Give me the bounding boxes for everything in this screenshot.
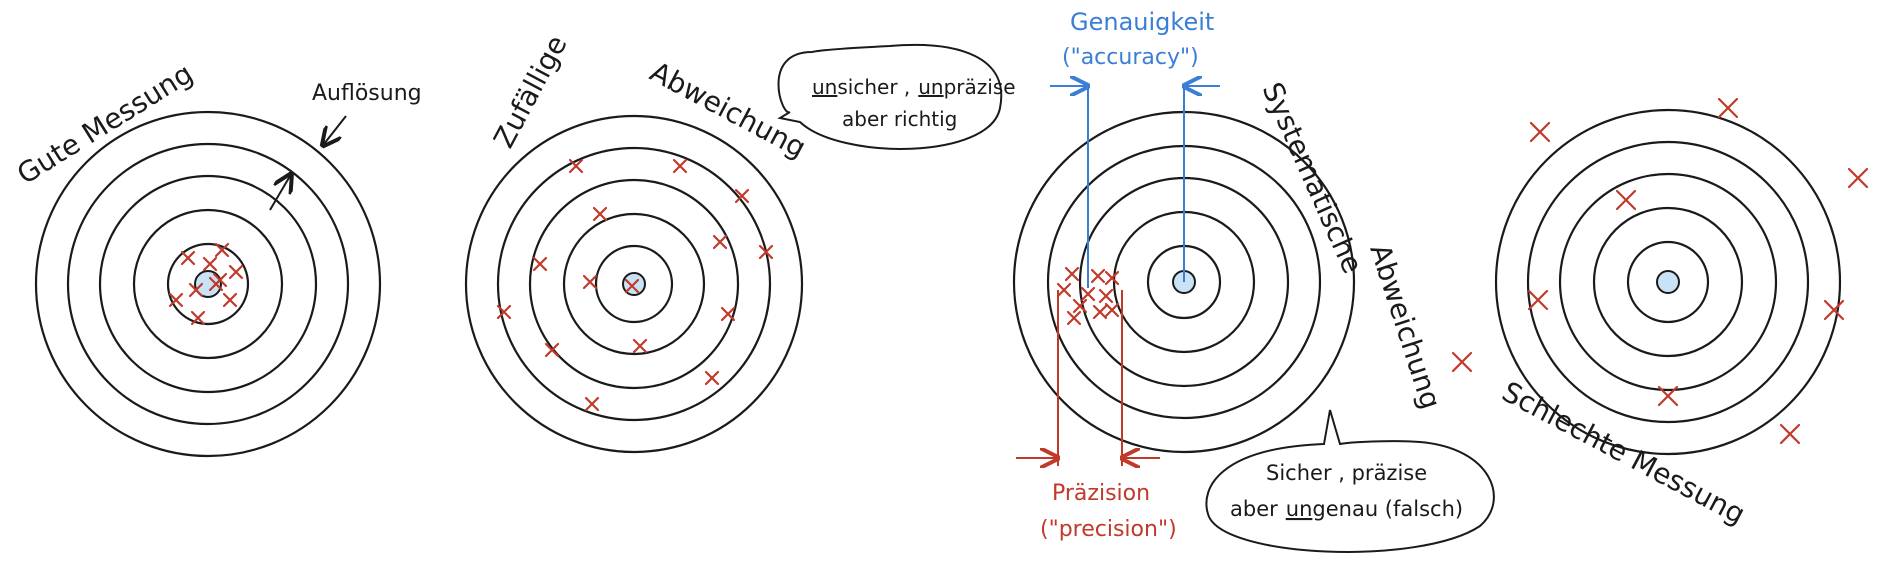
measurement-mark — [1104, 302, 1120, 318]
target-ring — [34, 110, 382, 458]
marks-good — [168, 242, 244, 326]
bubble-random-line1: unsicher ,unpräzise — [812, 75, 1016, 99]
measurement-mark — [1529, 121, 1551, 143]
measurement-mark — [1064, 266, 1080, 282]
target-ring — [1558, 172, 1778, 392]
measurement-mark — [1066, 310, 1082, 326]
measurement-mark — [584, 396, 600, 412]
target-ring — [166, 242, 250, 326]
bubble-systematic-line1: Sicher , präzise — [1266, 461, 1427, 485]
target-ring — [1526, 140, 1810, 424]
bullseye — [1656, 270, 1680, 294]
measurement-mark — [1072, 298, 1088, 314]
measurement-mark — [1451, 351, 1473, 373]
measurement-mark — [1717, 97, 1739, 119]
precision-label: Präzision — [1052, 481, 1150, 506]
measurement-mark — [712, 234, 728, 250]
measurement-mark — [228, 264, 244, 280]
measurement-mark — [1090, 268, 1106, 284]
measurement-mark — [214, 242, 230, 258]
measurement-mark — [212, 272, 228, 288]
measurement-mark — [1527, 289, 1549, 311]
measurement-mark — [180, 250, 196, 266]
panel-good: Gute Messung Auflösung — [11, 57, 422, 458]
panel-bad: Schlechte Messung — [1451, 97, 1869, 531]
accuracy-label: Genauigkeit — [1070, 8, 1214, 36]
target-ring — [1626, 240, 1710, 324]
measurement-mark — [672, 158, 688, 174]
measurement-mark — [1092, 304, 1108, 320]
target-ring — [132, 208, 284, 360]
measurement-mark — [188, 282, 204, 298]
measurement-mark — [1098, 288, 1114, 304]
target-ring — [98, 174, 318, 394]
measurement-mark — [532, 256, 548, 272]
measurement-mark — [1847, 167, 1869, 189]
measurement-mark — [734, 188, 750, 204]
target-ring — [528, 178, 740, 390]
target-random — [464, 114, 804, 454]
target-good — [34, 110, 382, 458]
measurement-mark — [190, 310, 206, 326]
measurement-mark — [582, 274, 598, 290]
measurement-mark — [1615, 189, 1637, 211]
measurement-mark — [1080, 286, 1096, 302]
measurement-mark — [1657, 385, 1679, 407]
measurement-mark — [496, 304, 512, 320]
measurement-mark — [624, 278, 640, 294]
measurement-mark — [632, 338, 648, 354]
panel-systematic: Genauigkeit ("accuracy") Präzision ("pre… — [1012, 8, 1495, 553]
measurement-mark — [168, 292, 184, 308]
target-ring — [464, 114, 804, 454]
precision-sub: ("precision") — [1040, 517, 1177, 542]
bullseye — [194, 270, 222, 298]
measurement-mark — [1056, 282, 1072, 298]
measurement-mark — [1104, 270, 1120, 286]
title-bad: Schlechte Messung — [1497, 375, 1751, 531]
measurement-mark — [1823, 299, 1845, 321]
measurement-mark — [568, 158, 584, 174]
measurement-mark — [544, 342, 560, 358]
measurement-mark — [720, 306, 736, 322]
measurement-mark — [758, 244, 774, 260]
accuracy-sub: ("accuracy") — [1062, 45, 1199, 70]
target-ring — [562, 212, 706, 356]
target-ring — [1494, 108, 1842, 456]
measurement-mark — [704, 370, 720, 386]
measurement-mark — [222, 292, 238, 308]
title-systematic-2: Abweichung — [1363, 240, 1447, 413]
marks-bad — [1451, 97, 1869, 445]
measurement-mark — [592, 206, 608, 222]
resolution-arrow-in — [324, 115, 347, 144]
target-ring — [1592, 206, 1744, 358]
measurement-mark — [202, 256, 218, 272]
bubble-random: unsicher ,unpräzise aber richtig — [777, 43, 1016, 150]
target-ring — [496, 146, 772, 422]
marks-random — [496, 158, 774, 412]
measurement-mark — [1779, 423, 1801, 445]
target-ring — [594, 244, 674, 324]
target-ring — [66, 142, 350, 426]
title-random-1: Zufällige — [487, 30, 574, 153]
bubble-random-line2: aber richtig — [842, 107, 957, 131]
panel-random: Zufällige Abweichung unsicher ,unpräzise… — [464, 30, 1016, 454]
resolution-label: Auflösung — [312, 81, 422, 106]
resolution-arrow-out — [269, 176, 290, 211]
target-bad — [1494, 108, 1842, 456]
marks-systematic — [1056, 266, 1120, 326]
title-good: Gute Messung — [11, 57, 198, 191]
